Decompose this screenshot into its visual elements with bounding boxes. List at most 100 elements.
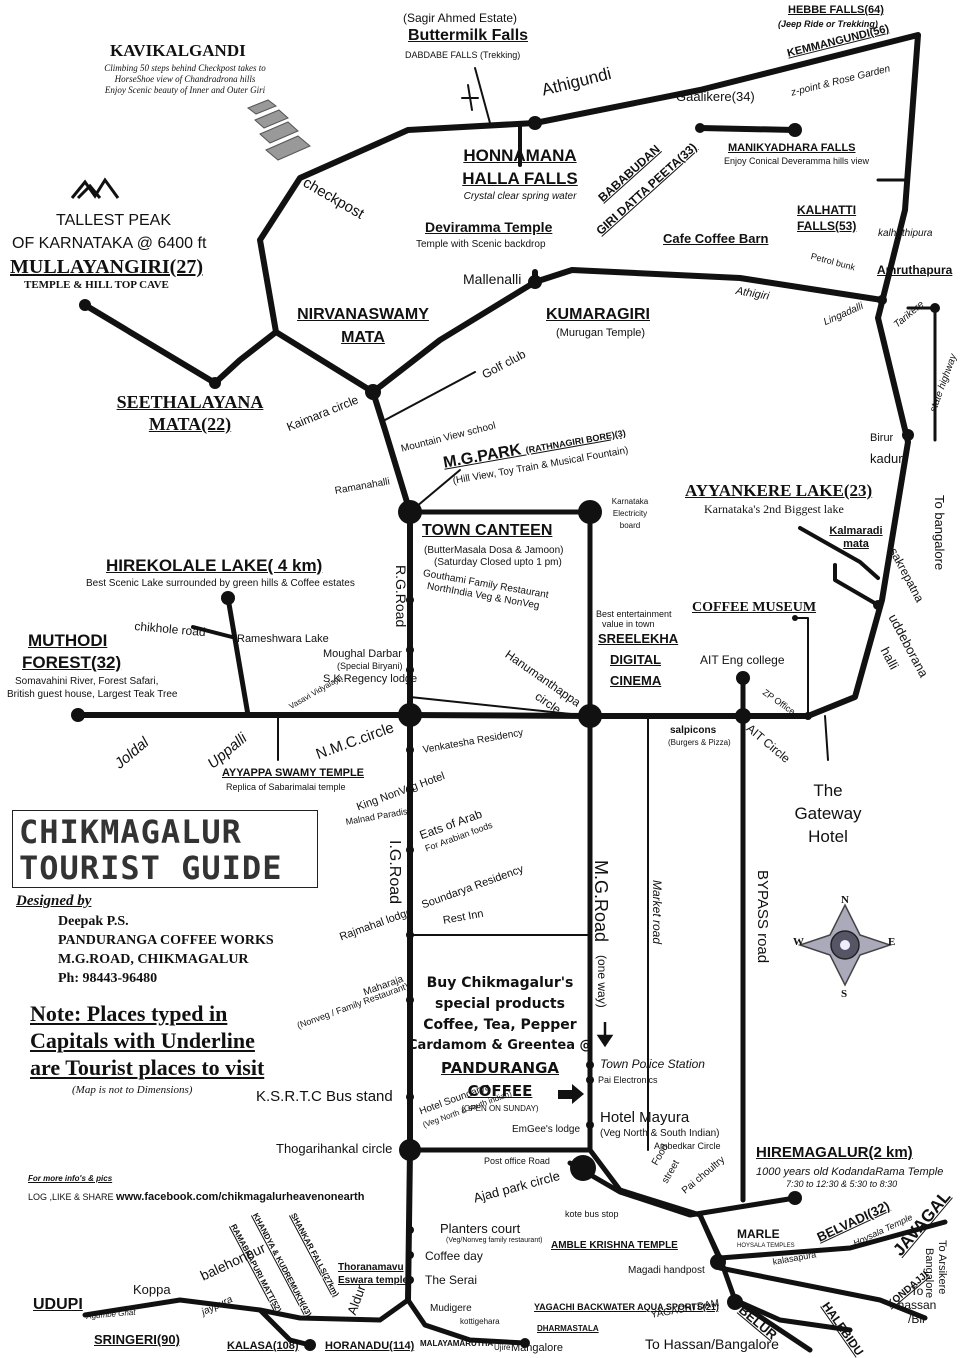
label-birur: Birur <box>870 432 894 444</box>
compass-icon <box>797 903 893 987</box>
label-sreelekha-3: CINEMA <box>610 673 662 688</box>
label-hiremagalur: HIREMAGALUR(2 km) <box>756 1144 913 1161</box>
label-to-hassan-3: /Blr <box>908 1312 926 1326</box>
node-joldal <box>71 708 85 722</box>
label-town-canteen-desc-2: (Saturday Closed upto 1 pm) <box>434 557 562 568</box>
label-ayyankere-desc: Karnataka's 2nd Biggest lake <box>704 502 844 516</box>
node-hirekolale <box>221 591 235 605</box>
road-west-south <box>82 1297 411 1323</box>
label-cafe-coffee: Cafe Coffee Barn <box>663 231 769 246</box>
label-designer-2: PANDURANGA COFFEE WORKS <box>58 933 274 948</box>
label-honnamana-desc: Crystal clear spring water <box>463 191 577 202</box>
label-amruthapura: Amruthapura <box>877 263 953 277</box>
label-the-serai: The Serai <box>425 1273 478 1287</box>
label-ambedkar: Ambedkar Circle <box>654 1141 721 1151</box>
label-coffee-day: Coffee day <box>425 1249 483 1263</box>
label-town-police: Town Police Station <box>600 1057 705 1071</box>
node-lingadalli <box>877 295 887 305</box>
label-kumaragiri-desc: (Murugan Temple) <box>556 327 646 339</box>
node-ajad-park <box>570 1155 596 1181</box>
label-udupi: UDUPI <box>33 1296 83 1313</box>
desc-kavikalgandi-2: HorseShoe view of Chandradrona hills <box>114 74 256 84</box>
mountain-icon <box>70 177 120 200</box>
node-nmc-circle <box>398 703 422 727</box>
road-gateway <box>824 715 829 761</box>
facebook-link[interactable]: www.facebook.com/chikmagalurheavenoneart… <box>116 1191 365 1203</box>
node-rg-6 <box>406 846 414 854</box>
label-kumaragiri: KUMARAGIRI <box>546 306 650 323</box>
label-best-ent-1: Best entertainment <box>596 609 672 619</box>
road-golf <box>384 371 476 421</box>
label-nirvana-1: NIRVANASWAMY <box>297 306 429 323</box>
label-dharmastala: DHARMASTALA <box>537 1324 599 1333</box>
label-rameshwara: Rameshwara Lake <box>237 633 329 645</box>
compass-w-label: W <box>793 936 804 948</box>
road-ajad <box>567 1160 798 1218</box>
label-ksrtc: K.S.R.T.C Bus stand <box>256 1088 393 1105</box>
node-magadi <box>710 1254 726 1270</box>
road-kaimara-mullayangiri <box>82 302 279 386</box>
label-kalmaradi-2: mata <box>843 538 869 550</box>
label-hirekolale-desc: Best Scenic Lake surrounded by green hil… <box>86 578 355 589</box>
label-magadi: Magadi handpost <box>628 1265 705 1276</box>
label-town-canteen: TOWN CANTEEN <box>422 522 553 539</box>
label-honnamana-2: HALLA FALLS <box>462 169 578 188</box>
node-belur <box>727 1294 743 1310</box>
label-tallest-1: TALLEST PEAK <box>56 212 172 229</box>
steps-icon <box>246 99 311 161</box>
road-kumaragiri <box>370 267 885 395</box>
label-kalhatti-2: FALLS(53) <box>797 219 857 233</box>
node-athigundi <box>528 116 542 130</box>
label-gateway-2: Gateway <box>794 804 862 823</box>
node-rg-7 <box>406 931 414 939</box>
note-line-1: Note: Places typed in <box>30 1001 228 1026</box>
node-ait-circle <box>735 708 751 724</box>
label-thogarihankal: Thogarihankal circle <box>276 1141 393 1156</box>
label-muthodi-desc-2: British guest house, Largest Teak Tree <box>7 689 178 700</box>
road-west-main <box>75 712 593 719</box>
label-sagir: (Sagir Ahmed Estate) <box>403 11 518 25</box>
label-ait-eng: AIT Eng college <box>700 653 785 667</box>
label-hiremagalur-desc-1: 1000 years old KodandaRama Temple <box>756 1166 944 1178</box>
label-to-hassan-blr: To Hassan/Bangalore <box>645 1336 779 1352</box>
label-kalhatti-1: KALHATTI <box>797 203 857 217</box>
label-amble: AMBLE KRISHNA TEMPLE <box>551 1240 678 1251</box>
label-moughal-2: (Special Biryani) <box>337 661 403 671</box>
label-gateway-3: Hotel <box>808 827 848 846</box>
road-chikhole <box>191 625 234 639</box>
node-mullayangiri <box>79 299 91 311</box>
label-buy-5: PANDURANGA <box>440 1059 560 1077</box>
road-hanumanthappa <box>409 696 591 717</box>
label-to-arsikere-1: To Arsikere <box>936 1240 948 1295</box>
node-horanadu <box>304 1339 316 1351</box>
label-designer-1: Deepak P.S. <box>58 914 129 929</box>
label-kalasa: KALASA(108) <box>227 1340 299 1352</box>
label-hotel-mayura-1: Hotel Mayura <box>600 1109 690 1126</box>
node-rg-3 <box>406 666 414 674</box>
label-designed-by: Designed by <box>16 893 92 909</box>
label-hotel-mayura-2: (Veg North & South Indian) <box>600 1128 720 1139</box>
node-rg-8 <box>406 996 414 1004</box>
label-sk-regency: S.K.Regency lodge <box>323 673 418 685</box>
desc-kavikalgandi-3: Enjoy Scenic beauty of Inner and Outer G… <box>104 85 266 95</box>
node-mangalore <box>520 1338 530 1348</box>
label-moughal-1: Moughal Darbar <box>323 648 402 660</box>
label-sringeri: SRINGERI(90) <box>94 1332 180 1347</box>
node-rg-10 <box>406 1226 414 1234</box>
node-rg-11 <box>406 1251 414 1259</box>
label-salpicons-desc: (Burgers & Pizza) <box>668 738 731 747</box>
node-mg-1 <box>586 1061 594 1069</box>
label-muthodi-desc-1: Somavahini River, Forest Safari, <box>15 676 159 687</box>
down-arrow-icon <box>596 1022 614 1048</box>
label-designer-3: M.G.ROAD, CHIKMAGALUR <box>58 952 249 967</box>
label-manikyadhara: MANIKYADHARA FALLS <box>728 142 856 154</box>
label-sreelekha-1: SREELEKHA <box>598 631 679 646</box>
label-kalhathipura: kalhathipura <box>878 228 933 239</box>
label-sreelekha-2: DIGITAL <box>610 652 662 667</box>
node-rg-12 <box>406 1276 414 1284</box>
node-ait-college <box>736 671 750 685</box>
label-kottigehara: kottigehara <box>460 1317 500 1326</box>
label-gaalikere: Gaalikere(34) <box>676 89 755 104</box>
label-buy-1: Buy Chikmagalur's <box>426 975 574 991</box>
label-market-road: Market road <box>650 880 664 945</box>
